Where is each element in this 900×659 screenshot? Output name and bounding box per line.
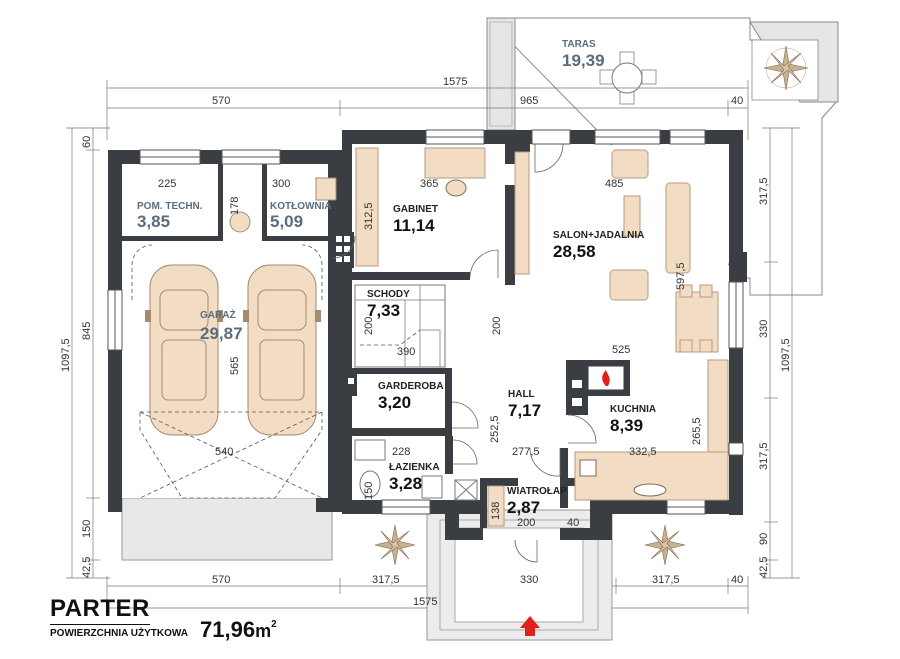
room-area-lazienka: 3,28 [389, 474, 422, 493]
dim-top-right: 40 [731, 95, 743, 107]
dim-252-5: 252,5 [489, 415, 501, 443]
desk [355, 147, 486, 267]
title-underline [50, 624, 150, 625]
dim-bottom-a: 317,5 [372, 574, 400, 586]
total-area: 71,96m2 [200, 617, 277, 643]
boiler-icon [229, 177, 337, 233]
dim-left-total: 1097,5 [60, 338, 72, 372]
dim-right-b: 330 [758, 320, 770, 338]
doors [332, 143, 597, 563]
walls [108, 130, 747, 540]
room-name-garaz: GARAŻ [200, 308, 236, 321]
room-name-kuchnia: KUCHNIA [610, 404, 656, 415]
plan-subtitle: POWIERZCHNIA UŻYTKOWA [50, 628, 188, 639]
wardrobe [454, 479, 505, 527]
plan-caption: PARTER POWIERZCHNIA UŻYTKOWA 71,96m2 [50, 595, 310, 650]
dim-200b: 200 [491, 317, 503, 335]
room-area-gabinet: 11,14 [393, 216, 435, 235]
dim-top-left: 570 [212, 95, 230, 107]
room-name-kotlownia: KOTŁOWNIA [270, 201, 332, 212]
dim-right-d: 90 [758, 533, 770, 545]
dim-bottom-b: 330 [520, 574, 538, 586]
dim-right-total: 1097,5 [780, 338, 792, 372]
dim-178: 178 [229, 197, 241, 215]
total-area-sup: 2 [271, 619, 277, 630]
dim-bottom-total: 1575 [413, 596, 437, 608]
dim-390: 390 [397, 346, 415, 358]
room-area-garderoba: 3,20 [378, 393, 411, 412]
plan-title: PARTER [50, 595, 150, 622]
stairs [354, 284, 446, 368]
dim-left-b: 60 [81, 136, 93, 148]
chimney [332, 232, 357, 396]
dim-200a: 200 [363, 317, 375, 335]
dim-150: 150 [363, 482, 375, 500]
dim-365: 365 [420, 178, 438, 190]
plant-icon [374, 524, 416, 566]
dim-332-5: 332,5 [629, 446, 657, 458]
kitchen-counter [574, 359, 729, 501]
sofa-set [514, 149, 719, 353]
dim-485: 485 [605, 178, 623, 190]
dim-277-5: 277,5 [512, 446, 540, 458]
dim-bottom-left: 570 [212, 574, 230, 586]
room-name-hall: HALL [508, 389, 535, 400]
dim-300: 300 [272, 178, 290, 190]
fireplace-icon [572, 365, 625, 406]
dim-200c: 200 [517, 517, 535, 529]
dim-228: 228 [392, 446, 410, 458]
dim-left-d: 42,5 [81, 557, 93, 578]
dim-right-a: 317,5 [758, 177, 770, 205]
dim-right-c: 317,5 [758, 442, 770, 470]
dim-138: 138 [490, 502, 502, 520]
dim-left-c: 150 [81, 520, 93, 538]
windows [107, 129, 744, 515]
room-area-salon: 28,58 [553, 242, 596, 261]
room-area-pom-techn: 3,85 [137, 212, 170, 231]
room-area-kotlownia: 5,09 [270, 212, 303, 231]
dim-40: 40 [567, 517, 579, 529]
room-area-schody: 7,33 [367, 301, 400, 320]
room-area-garaz: 29,87 [200, 324, 243, 343]
room-area-wiatrolap: 2,87 [507, 498, 540, 517]
dim-bottom-c: 317,5 [652, 574, 680, 586]
dim-540: 540 [215, 446, 233, 458]
car-icon [145, 264, 223, 436]
dim-left-a: 845 [81, 322, 93, 340]
room-area-taras: 19,39 [562, 51, 605, 70]
room-name-schody: SCHODY [367, 289, 410, 300]
room-name-wiatrolap: WIATROŁAP [507, 486, 567, 497]
dim-525: 525 [612, 344, 630, 356]
room-name-gabinet: GABINET [393, 204, 438, 215]
dim-225: 225 [158, 178, 176, 190]
car-icon [243, 264, 321, 436]
plant-icon [763, 45, 809, 91]
plant-icon [644, 524, 686, 566]
room-area-kuchnia: 8,39 [610, 416, 643, 435]
room-name-salon: SALON+JADALNIA [553, 230, 644, 241]
total-area-unit: m [255, 621, 272, 641]
dim-bottom-d: 40 [731, 574, 743, 586]
room-name-pom-techn: POM. TECHN. [137, 201, 203, 212]
total-area-value: 71,96 [200, 617, 256, 642]
dimension-labels: 1575 570 965 40 570 317,5 330 317,5 40 1… [60, 76, 792, 608]
dim-top-mid: 965 [520, 95, 538, 107]
bathroom-fixtures [354, 439, 443, 499]
room-name-taras: TARAS [562, 39, 596, 50]
dim-top-total: 1575 [443, 76, 467, 88]
terrace-table [599, 51, 657, 105]
dim-312-5: 312,5 [363, 202, 375, 230]
dim-right-e: 42,5 [758, 557, 770, 578]
dim-565: 565 [229, 357, 241, 375]
garage-door-swing [131, 244, 323, 499]
dim-265-5: 265,5 [691, 417, 703, 445]
room-name-lazienka: ŁAZIENKA [389, 462, 440, 473]
room-labels: TARAS 19,39 POM. TECHN. 3,85 KOTŁOWNIA 5… [137, 39, 656, 517]
dim-597-5: 597,5 [675, 262, 687, 290]
room-area-hall: 7,17 [508, 401, 541, 420]
room-name-garderoba: GARDEROBA [378, 381, 444, 392]
garage-apron [121, 497, 333, 561]
entrance-path [426, 509, 613, 641]
